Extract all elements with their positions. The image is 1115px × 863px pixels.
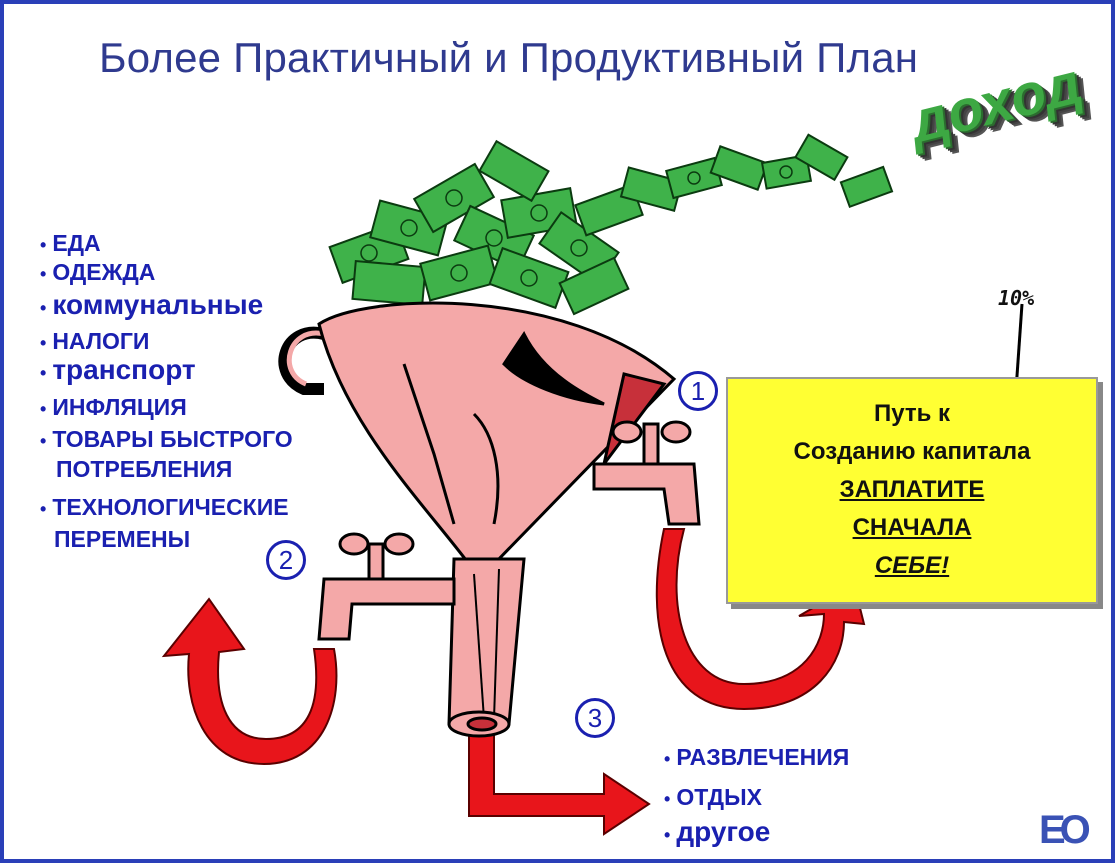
box-line-4: СНАЧАЛА — [852, 514, 972, 541]
box-line-2: Созданию капитала — [793, 438, 1031, 465]
expense-bottom-item: •РАЗВЛЕЧЕНИЯ — [664, 744, 849, 771]
expense-left-item: •ТОВАРЫ БЫСТРОГО — [40, 426, 293, 453]
step-2-marker: 2 — [266, 540, 306, 580]
wealth-path-box: Путь к Созданию капитала ЗАПЛАТИТЕ СНАЧА… — [726, 377, 1098, 604]
expense-left-item: •ТЕХНОЛОГИЧЕСКИЕ — [40, 494, 289, 521]
expense-bottom-item-label: другое — [676, 816, 771, 847]
step-3-marker: 3 — [575, 698, 615, 738]
bullet-icon: • — [40, 399, 47, 419]
bullet-icon: • — [664, 789, 671, 809]
expense-bottom-item-label: РАЗВЛЕЧЕНИЯ — [676, 744, 850, 770]
expense-left-item: •транспорт — [40, 354, 196, 386]
box-line-5: СЕБЕ! — [874, 552, 950, 579]
expense-left-item-label: транспорт — [52, 354, 196, 385]
expense-left-item-label: ИНФЛЯЦИЯ — [52, 394, 187, 420]
eo-logo: EO — [1039, 808, 1091, 852]
expense-bottom-item-label: ОТДЫХ — [676, 784, 762, 810]
expense-left-item: •НАЛОГИ — [40, 328, 149, 355]
expense-left-item: •ЕДА — [40, 230, 101, 257]
expense-bottom-item: •ОТДЫХ — [664, 784, 762, 811]
expense-left-item: ПЕРЕМЕНЫ — [54, 526, 190, 553]
percent-label: 10% — [998, 286, 1035, 310]
expense-left-item-label: ЕДА — [52, 230, 101, 256]
faucet-1-icon — [592, 420, 701, 526]
box-line-3: ЗАПЛАТИТЕ — [839, 476, 985, 503]
box-line-1: Путь к — [873, 400, 951, 427]
flow-arrows — [161, 528, 866, 836]
expense-left-item-label: ОДЕЖДА — [52, 259, 156, 285]
bullet-icon: • — [40, 264, 47, 284]
expense-bottom-item: •другое — [664, 816, 770, 848]
bullet-icon: • — [40, 363, 47, 383]
expense-left-item-label: коммунальные — [52, 289, 264, 320]
expense-left-item: •коммунальные — [40, 289, 263, 321]
faucet-2-icon — [317, 532, 456, 641]
bullet-icon: • — [40, 333, 47, 353]
expense-left-item-label: ПЕРЕМЕНЫ — [54, 526, 191, 552]
expense-left-item: •ОДЕЖДА — [40, 259, 155, 286]
bullet-icon: • — [664, 825, 671, 845]
bullet-icon: • — [40, 235, 47, 255]
bullet-icon: • — [40, 431, 47, 451]
expense-left-item-label: ПОТРЕБЛЕНИЯ — [56, 456, 233, 482]
funnel-icon — [278, 301, 677, 738]
bullet-icon: • — [664, 749, 671, 769]
expense-left-item-label: ТОВАРЫ БЫСТРОГО — [52, 426, 293, 452]
bullet-icon: • — [40, 499, 47, 519]
step-1-marker: 1 — [678, 371, 718, 411]
expense-left-item: •ИНФЛЯЦИЯ — [40, 394, 187, 421]
expense-left-item-label: ТЕХНОЛОГИЧЕСКИЕ — [52, 494, 289, 520]
expense-left-item-label: НАЛОГИ — [52, 328, 150, 354]
expense-left-item: ПОТРЕБЛЕНИЯ — [56, 456, 232, 483]
page-title: Более Практичный и Продуктивный План — [99, 34, 919, 81]
money-pile-icon — [328, 133, 894, 316]
funnel-illustration — [161, 133, 1028, 836]
bullet-icon: • — [40, 298, 47, 318]
